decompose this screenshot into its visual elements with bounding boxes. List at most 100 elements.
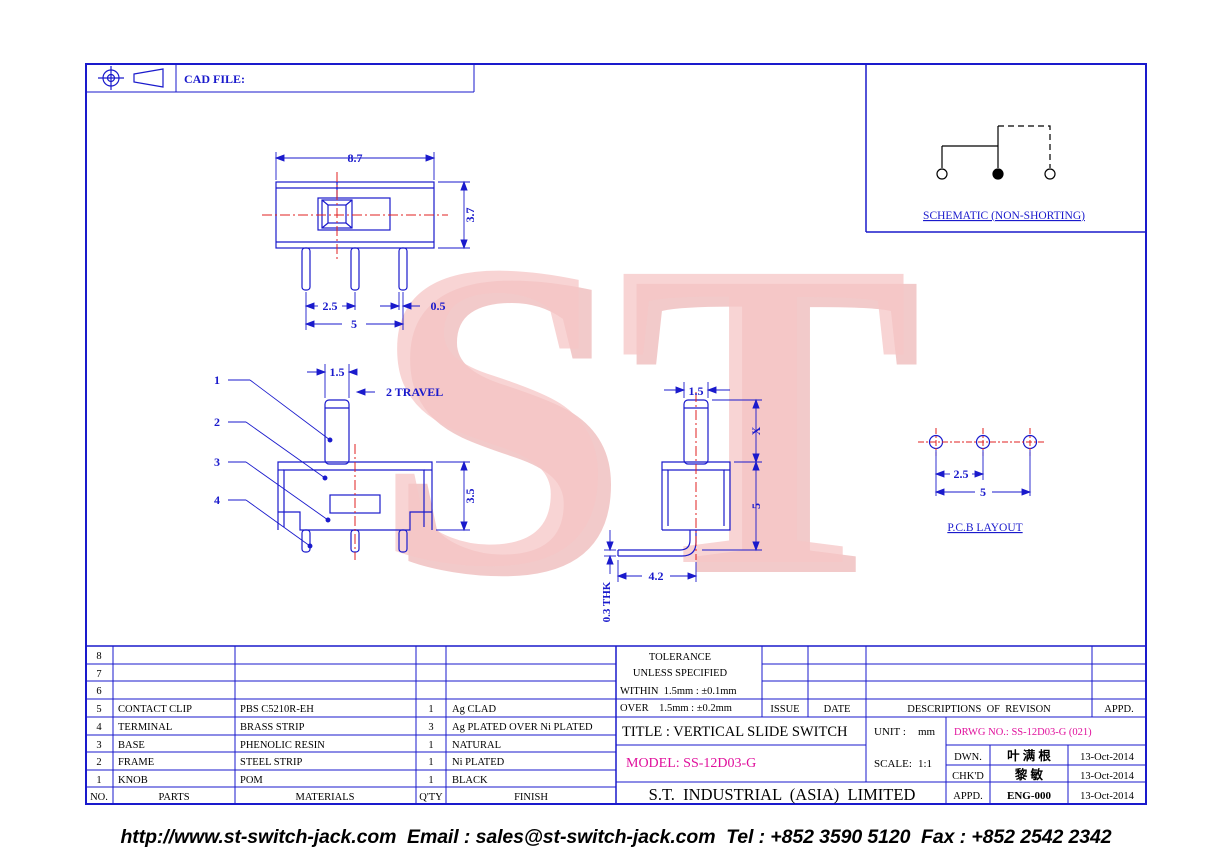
svg-text:PBS C5210R-EH: PBS C5210R-EH xyxy=(240,704,314,715)
schematic-terminal-left xyxy=(936,168,948,180)
bom-header-qty: Q'TY xyxy=(419,792,443,803)
drawing-number: DRWG NO.: SS-12D03-G (021) xyxy=(954,727,1092,738)
side-dim-x: X xyxy=(749,426,763,435)
front-dim-travel: 2 TRAVEL xyxy=(386,385,443,399)
tolerance-within: WITHIN 1.5mm : ±0.1mm xyxy=(620,686,737,697)
svg-text:7: 7 xyxy=(96,669,101,680)
cad-file-label: CAD FILE: xyxy=(184,72,245,86)
svg-text:TERMINAL: TERMINAL xyxy=(118,722,172,733)
pcb-dimensions xyxy=(934,450,1032,496)
svg-text:3: 3 xyxy=(428,722,433,733)
dim-width: 8.7 xyxy=(348,151,363,165)
appd-label: APPD. xyxy=(953,791,982,802)
watermark-logo: ST ST xyxy=(372,171,923,668)
tolerance-title: TOLERANCE xyxy=(649,652,711,663)
svg-text:1: 1 xyxy=(428,704,433,715)
table-row: 4 TERMINAL BRASS STRIP 3 Ag PLATED OVER … xyxy=(96,722,593,733)
schematic-terminal-right xyxy=(1044,168,1056,180)
pcb-dim-span: 5 xyxy=(980,485,986,499)
svg-text:Ag CLAD: Ag CLAD xyxy=(452,704,496,715)
schematic-label: SCHEMATIC (NON-SHORTING) xyxy=(923,210,1085,222)
svg-text:1: 1 xyxy=(428,757,433,768)
svg-text:3: 3 xyxy=(96,740,101,751)
drawing-title: TITLE : VERTICAL SLIDE SWITCH xyxy=(622,724,848,740)
model-number: MODEL: SS-12D03-G xyxy=(626,756,756,771)
svg-text:BRASS STRIP: BRASS STRIP xyxy=(240,722,305,733)
chkd-name: 黎 敏 xyxy=(1015,767,1044,782)
svg-text:8: 8 xyxy=(96,651,101,662)
schematic-panel: SCHEMATIC (NON-SHORTING) xyxy=(865,64,1146,233)
callout-1: 1 xyxy=(214,373,220,387)
bom-header-finish: FINISH xyxy=(514,792,548,803)
revision-issue: ISSUE xyxy=(770,704,799,715)
dwn-name: 叶 满 根 xyxy=(1007,748,1051,763)
cad-header: CAD FILE: xyxy=(86,64,475,93)
svg-text:1: 1 xyxy=(96,775,101,786)
table-row: 5 CONTACT CLIP PBS C5210R-EH 1 Ag CLAD xyxy=(96,704,496,715)
side-view-dimensions xyxy=(604,382,762,582)
pcb-layout-label: P.C.B LAYOUT xyxy=(947,522,1022,534)
svg-text:CONTACT CLIP: CONTACT CLIP xyxy=(118,704,192,715)
company-name: S.T. INDUSTRIAL (ASIA) LIMITED xyxy=(649,785,916,804)
revision-appd: APPD. xyxy=(1104,704,1133,715)
side-dim-lead: 4.2 xyxy=(649,569,664,583)
watermark-shadow: ST xyxy=(385,181,923,668)
side-dim-thickness: 0.3 THK xyxy=(601,581,613,622)
table-row: 2 FRAME STEEL STRIP 1 Ni PLATED xyxy=(96,757,504,768)
table-row: 7 xyxy=(96,669,101,680)
dim-span: 5 xyxy=(351,317,357,331)
svg-text:FRAME: FRAME xyxy=(118,757,154,768)
scale-value: 1:1 xyxy=(918,758,932,770)
svg-text:2: 2 xyxy=(96,757,101,768)
svg-text:1: 1 xyxy=(428,775,433,786)
dim-height: 3.7 xyxy=(463,208,477,223)
appd-date: 13-Oct-2014 xyxy=(1080,791,1134,802)
appd-name: ENG-000 xyxy=(1007,790,1052,802)
chkd-date: 13-Oct-2014 xyxy=(1080,771,1134,782)
contact-footer: http://www.st-switch-jack.com Email : sa… xyxy=(120,826,1112,848)
title-block-grid xyxy=(86,645,1146,804)
table-row: 6 xyxy=(96,686,101,697)
svg-text:6: 6 xyxy=(96,686,101,697)
revision-block: ISSUE DATE DESCRIPTIONS OF REVISON APPD. xyxy=(770,704,1133,715)
top-view-dimensions xyxy=(274,152,470,330)
svg-text:PHENOLIC RESIN: PHENOLIC RESIN xyxy=(240,740,325,751)
front-dim-knob: 1.5 xyxy=(330,365,345,379)
chkd-label: CHK'D xyxy=(952,771,984,782)
revision-description: DESCRIPTIONS OF REVISON xyxy=(907,704,1051,715)
scale-label: SCALE: xyxy=(874,758,912,770)
dwn-label: DWN. xyxy=(954,752,982,763)
svg-text:5: 5 xyxy=(96,704,101,715)
tolerance-over: OVER 1.5mm : ±0.2mm xyxy=(620,703,732,714)
svg-text:BLACK: BLACK xyxy=(452,775,488,786)
svg-text:4: 4 xyxy=(96,722,102,733)
table-row: 1 KNOB POM 1 BLACK xyxy=(96,775,488,786)
bom-header-parts: PARTS xyxy=(158,792,189,803)
table-row: 3 BASE PHENOLIC RESIN 1 NATURAL xyxy=(96,740,501,751)
table-row: 8 xyxy=(96,651,101,662)
tolerance-subtitle: UNLESS SPECIFIED xyxy=(633,668,728,679)
tolerance-block: TOLERANCE UNLESS SPECIFIED WITHIN 1.5mm … xyxy=(620,652,737,714)
unit-value: mm xyxy=(918,726,936,738)
bom-header-materials: MATERIALS xyxy=(296,792,355,803)
pcb-center-lines xyxy=(918,428,1046,456)
schematic-terminal-common xyxy=(992,168,1004,180)
svg-text:POM: POM xyxy=(240,775,263,786)
callout-4: 4 xyxy=(214,493,220,507)
top-view-center-lines xyxy=(262,172,448,262)
pcb-dim-pitch: 2.5 xyxy=(954,467,969,481)
svg-text:KNOB: KNOB xyxy=(118,775,148,786)
bom-header-no: NO. xyxy=(90,792,108,803)
callout-2: 2 xyxy=(214,415,220,429)
svg-text:Ag PLATED OVER Ni PLATED: Ag PLATED OVER Ni PLATED xyxy=(452,722,593,733)
svg-text:1: 1 xyxy=(428,740,433,751)
front-view-dimensions xyxy=(228,364,470,549)
dim-pin-width: 0.5 xyxy=(431,299,446,313)
front-dim-height: 3.5 xyxy=(463,489,477,504)
svg-text:STEEL STRIP: STEEL STRIP xyxy=(240,757,302,768)
dwn-date: 13-Oct-2014 xyxy=(1080,752,1134,763)
callout-3: 3 xyxy=(214,455,220,469)
unit-label: UNIT : xyxy=(874,726,906,738)
side-dim-knob: 1.5 xyxy=(689,384,704,398)
